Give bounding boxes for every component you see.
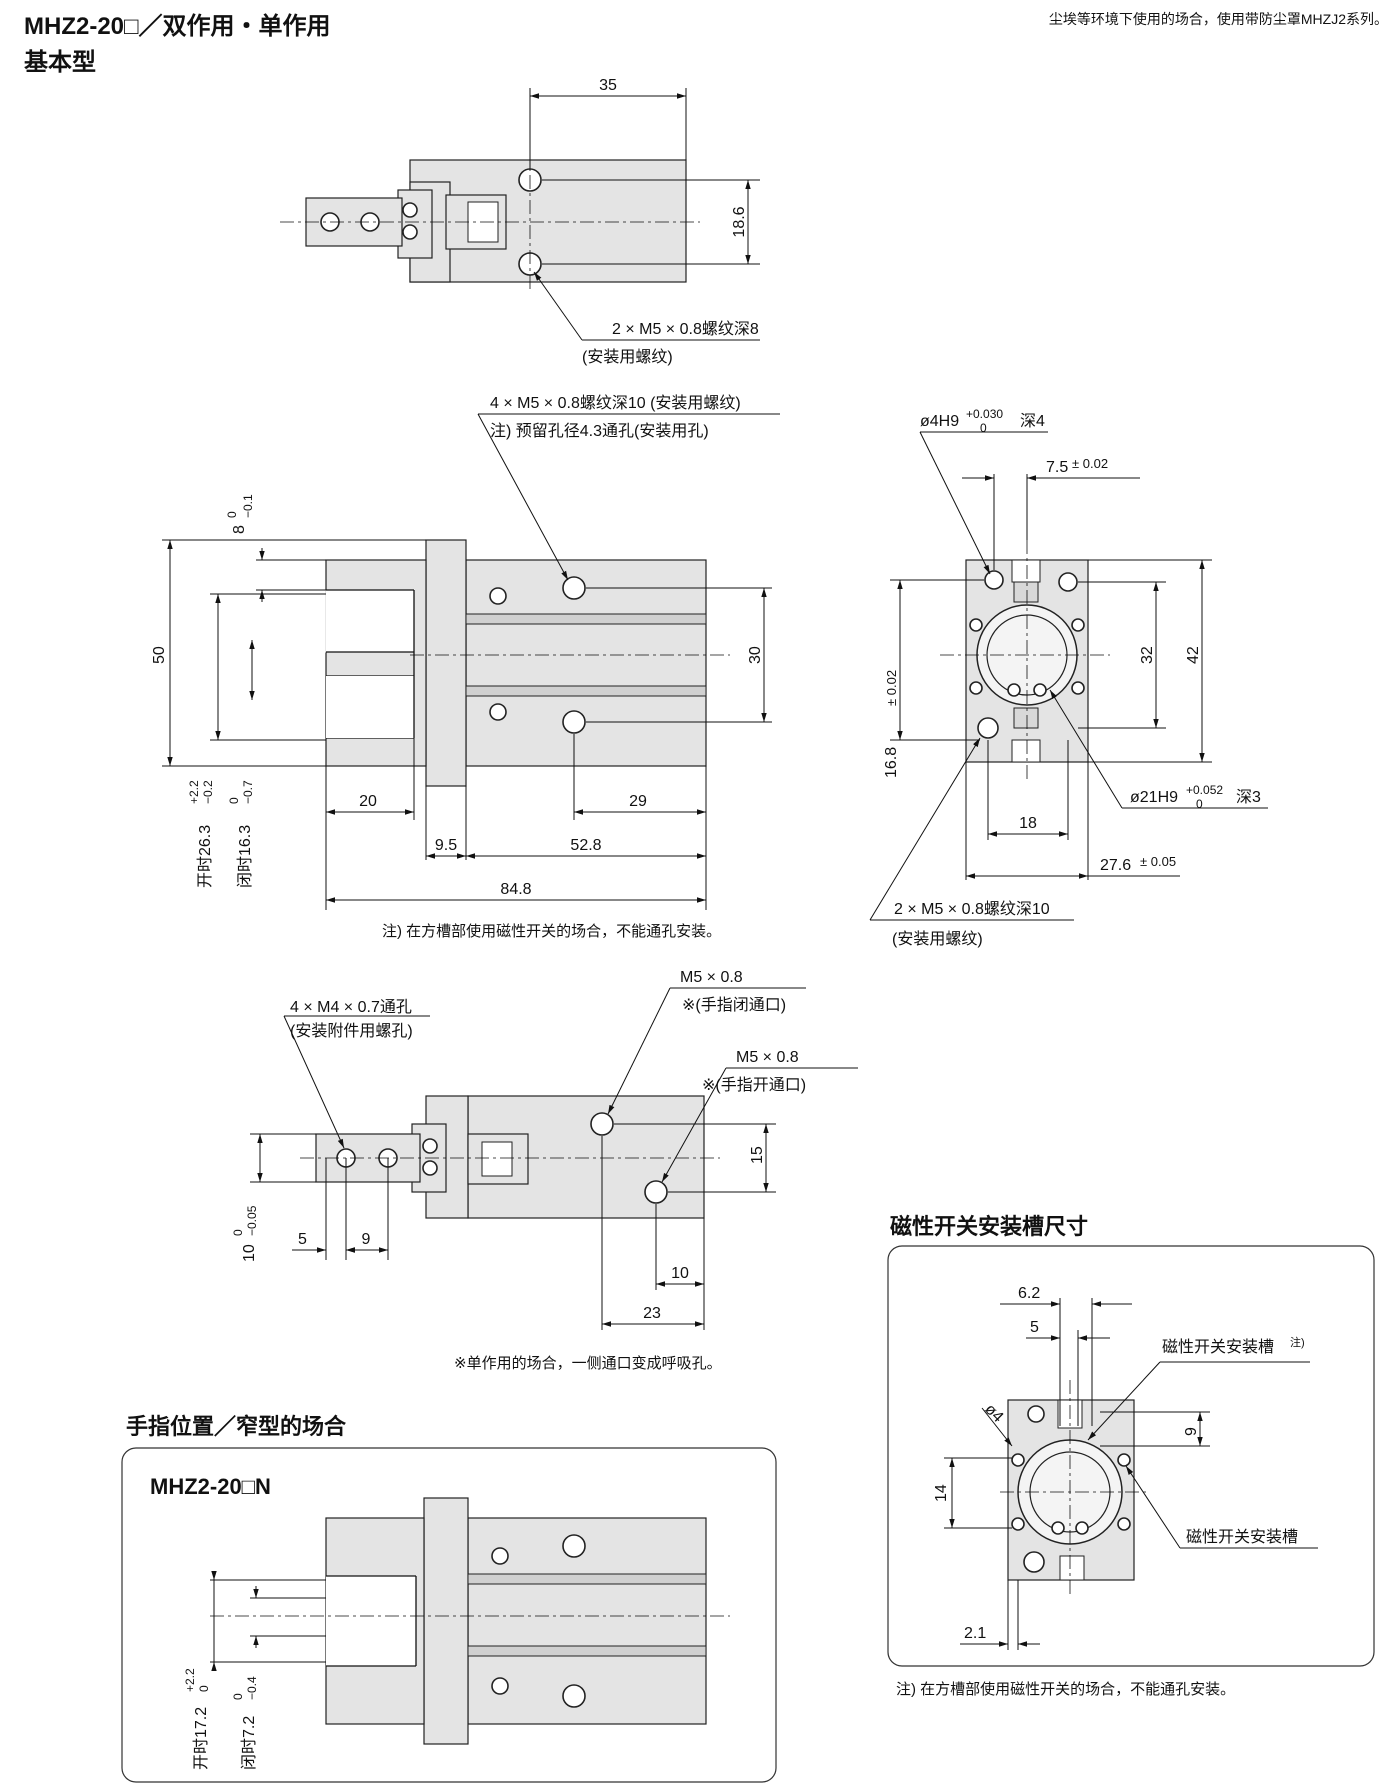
- end-pin-depth: 深4: [1020, 412, 1045, 430]
- dim-30: 30: [747, 646, 764, 664]
- switch-label-slot: 磁性开关安装槽: [1186, 1528, 1298, 1546]
- bottom-callout-thread: 4 × M4 × 0.7通孔: [290, 998, 412, 1016]
- end-callout-thread: 2 × M5 × 0.8螺纹深10: [894, 900, 1050, 918]
- side-mount-hole: [562, 710, 586, 734]
- top-callout-purpose: (安装用螺纹): [582, 348, 673, 366]
- dim-27-6: 27.6: [1100, 857, 1131, 874]
- dim-50: 50: [151, 646, 168, 664]
- switch-note-mark: 注): [1290, 1335, 1305, 1349]
- dim-16-8-tol: ± 0.02: [884, 670, 899, 706]
- page-subtitle: 基本型: [24, 49, 96, 76]
- dim-52-8: 52.8: [570, 837, 601, 854]
- switch-label-slot-note: 磁性开关安装槽: [1162, 1338, 1274, 1356]
- dim-close-tol-up: 0: [227, 797, 241, 804]
- switch-view: 6.2 5 磁性开关安装槽 注) ø4 9 14 磁性开关安装槽 2.1: [933, 1285, 1318, 1650]
- page-title: MHZ2-20□／双作用・单作用: [24, 13, 331, 40]
- dim-close-tol-low: −0.7: [241, 780, 255, 804]
- dim-9: 9: [362, 1231, 371, 1248]
- dim-open-26-3: 开时26.3: [196, 825, 214, 888]
- dim-23: 23: [643, 1305, 661, 1322]
- end-callout-thread-purpose: (安装用螺纹): [892, 930, 983, 948]
- end-callout-bore: ø21H9: [1130, 789, 1178, 806]
- narrow-dim-close: 闭时7.2: [240, 1716, 258, 1770]
- dim-29: 29: [629, 793, 647, 810]
- bottom-view: 4 × M4 × 0.7通孔 (安装附件用螺孔) M5 × 0.8 ※(手指闭通…: [231, 969, 858, 1372]
- dim-7-5-tol: ± 0.02: [1072, 456, 1108, 471]
- end-pin-tol-up: +0.030: [966, 407, 1003, 421]
- narrow-view: 开时17.2 +2.2 0 闭时7.2 0 −0.4: [183, 1497, 730, 1770]
- dim-42: 42: [1185, 646, 1202, 664]
- end-bore-depth: 深3: [1236, 788, 1261, 806]
- side-callout-thread: 4 × M5 × 0.8螺纹深10 (安装用螺纹): [490, 394, 741, 412]
- narrow-dim-open: 开时17.2: [192, 1707, 210, 1770]
- narrow-section-title: 手指位置／窄型的场合: [126, 1414, 347, 1439]
- port-open-label: ※(手指开通口): [702, 1076, 806, 1094]
- switch-dim-14: 14: [933, 1484, 950, 1502]
- end-pin-tol-low: 0: [980, 421, 987, 435]
- side-callout-note: 注) 预留孔径4.3通孔(安装用孔): [490, 422, 709, 440]
- dim-8-tol-low: −0.1: [241, 494, 255, 518]
- side-mount-hole: [562, 576, 586, 600]
- switch-note: 注) 在方槽部使用磁性开关的场合，不能通孔安装。: [896, 1681, 1235, 1698]
- dim-18-6: 18.6: [731, 206, 748, 237]
- narrow-open-tol-up: +2.2: [183, 1668, 197, 1692]
- dim-10-width: 10: [241, 1244, 258, 1262]
- port-open-spec: M5 × 0.8: [736, 1049, 799, 1066]
- narrow-close-tol-up: 0: [231, 1693, 245, 1700]
- end-view: ø4H9 +0.030 0 深4 7.5 ± 0.02 16.8 ± 0.02 …: [869, 407, 1268, 948]
- dim-8-tol-up: 0: [225, 511, 239, 518]
- dim-15: 15: [749, 1146, 766, 1164]
- port-close: [590, 1112, 614, 1136]
- narrow-close-tol-low: −0.4: [245, 1676, 259, 1700]
- dim-84-8: 84.8: [500, 881, 531, 898]
- bottom-note: ※单作用的场合，一侧通口变成呼吸孔。: [454, 1355, 722, 1372]
- port-open: [644, 1180, 668, 1204]
- dim-10: 10: [671, 1265, 689, 1282]
- bottom-callout-purpose: (安装附件用螺孔): [290, 1022, 413, 1040]
- dim-8: 8: [231, 525, 248, 534]
- dim-7-5: 7.5: [1046, 459, 1068, 476]
- top-note: 尘埃等环境下使用的场合，使用带防尘罩MHZJ2系列。: [1049, 11, 1388, 27]
- dim-18: 18: [1019, 815, 1037, 832]
- dim-35: 35: [599, 77, 617, 94]
- dim-32: 32: [1139, 646, 1156, 664]
- dim-16-8: 16.8: [883, 747, 900, 778]
- dim-close-16-3: 闭时16.3: [236, 825, 254, 888]
- narrow-open-tol-low: 0: [197, 1685, 211, 1692]
- end-bore-tol-low: 0: [1196, 797, 1203, 811]
- dim-9-5: 9.5: [435, 837, 457, 854]
- switch-section-title: 磁性开关安装槽尺寸: [890, 1214, 1088, 1239]
- end-callout-pin: ø4H9: [920, 413, 959, 430]
- dim-10-tol-up: 0: [231, 1229, 245, 1236]
- dim-open-tol-low: −0.2: [201, 780, 215, 804]
- port-close-spec: M5 × 0.8: [680, 969, 743, 986]
- switch-dim-2-1: 2.1: [964, 1625, 986, 1642]
- switch-dim-9: 9: [1183, 1427, 1200, 1436]
- dim-5: 5: [298, 1231, 307, 1248]
- top-callout-thread: 2 × M5 × 0.8螺纹深8: [612, 320, 759, 338]
- switch-dim-5: 5: [1030, 1319, 1039, 1336]
- dim-10-tol-low: −0.05: [245, 1205, 259, 1236]
- end-bore-tol-up: +0.052: [1186, 783, 1223, 797]
- narrow-model: MHZ2-20□N: [150, 1474, 271, 1499]
- dim-open-tol-up: +2.2: [187, 780, 201, 804]
- port-close-label: ※(手指闭通口): [682, 996, 786, 1014]
- side-note: 注) 在方槽部使用磁性开关的场合，不能通孔安装。: [382, 923, 721, 940]
- side-view: 4 × M5 × 0.8螺纹深10 (安装用螺纹) 注) 预留孔径4.3通孔(安…: [151, 394, 780, 940]
- dim-27-6-tol: ± 0.05: [1140, 854, 1176, 869]
- switch-dim-6-2: 6.2: [1018, 1285, 1040, 1302]
- dim-20: 20: [359, 793, 377, 810]
- top-view: 35 18.6 2 × M5 × 0.8螺纹深8 (安装用螺纹): [280, 77, 760, 366]
